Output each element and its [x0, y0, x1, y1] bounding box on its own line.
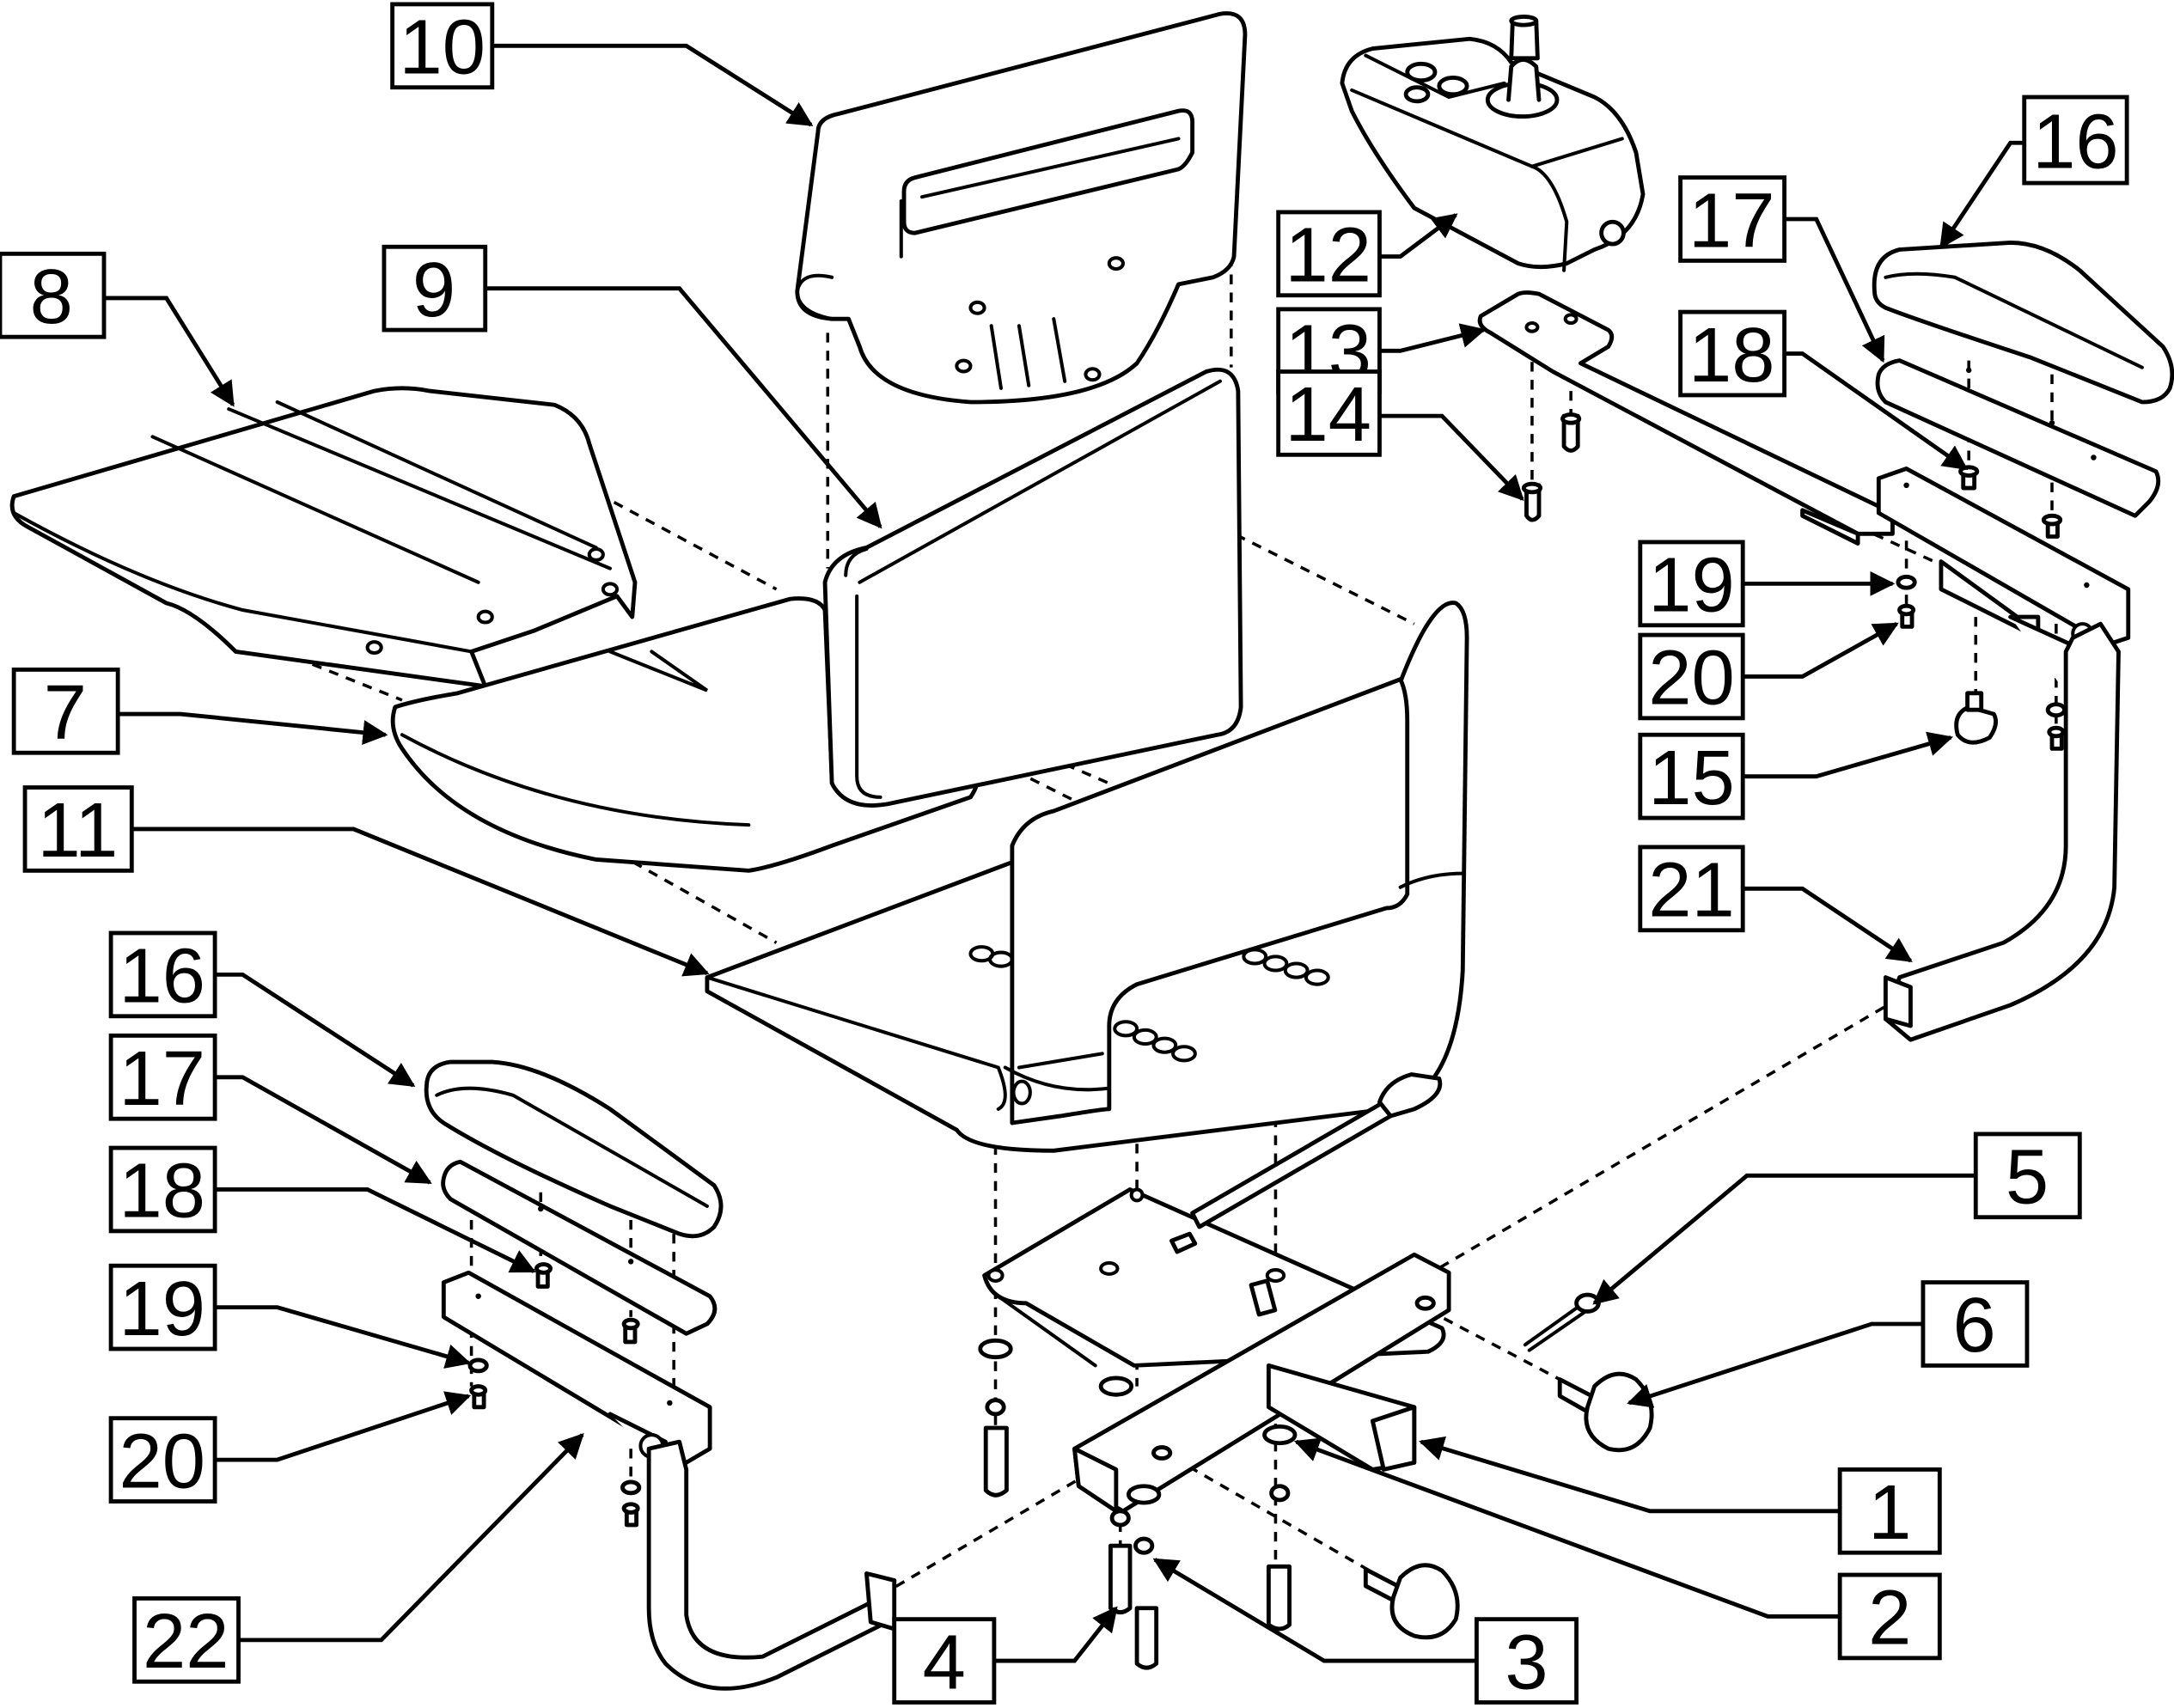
backrest-part — [795, 11, 1248, 405]
armpad-left-part — [424, 1059, 724, 1239]
svg-text:16: 16 — [2032, 98, 2119, 185]
svg-text:20: 20 — [119, 1418, 206, 1504]
svg-text:9: 9 — [412, 247, 455, 333]
svg-text:22: 22 — [143, 1598, 229, 1685]
callout-2: 2 — [1837, 1572, 1942, 1662]
callout-20-right: 20 — [1638, 632, 1745, 722]
svg-text:18: 18 — [119, 1148, 206, 1235]
callout-3: 3 — [1474, 1617, 1579, 1705]
knob-lower-part — [1363, 1563, 1460, 1640]
callout-1: 1 — [1837, 1467, 1942, 1556]
right-arm-small-hardware — [1896, 465, 2067, 751]
arm-tube-left-part — [646, 1439, 897, 1691]
callout-19-right: 19 — [1638, 540, 1745, 629]
arm-plate-left-part — [441, 1159, 718, 1336]
seat-cushion-part — [390, 596, 980, 873]
armrest-knob-right-part — [1954, 691, 1999, 745]
svg-text:17: 17 — [1689, 177, 1775, 264]
svg-text:17: 17 — [119, 1035, 206, 1122]
callout-6: 6 — [1921, 1280, 2030, 1369]
svg-text:15: 15 — [1648, 735, 1735, 821]
callout-10: 10 — [390, 2, 495, 91]
callout-4: 4 — [892, 1617, 997, 1705]
arm-plate-right-part — [1875, 358, 2161, 518]
callout-12: 12 — [1276, 210, 1382, 299]
callout-15: 15 — [1638, 732, 1745, 821]
callout-17-right: 17 — [1678, 175, 1787, 264]
joystick-controller-part — [1340, 15, 1646, 272]
seat-slot-holes — [968, 945, 1330, 1063]
mount-screws — [1521, 412, 1582, 522]
callout-17-left: 17 — [108, 1033, 217, 1122]
svg-text:16: 16 — [119, 933, 206, 1020]
svg-text:4: 4 — [923, 1619, 966, 1705]
callout-11: 11 — [22, 785, 134, 874]
frame-bolts-and-washers — [978, 1338, 1298, 1670]
callout-16-right: 16 — [2022, 95, 2129, 186]
svg-text:3: 3 — [1505, 1619, 1548, 1705]
pin-5-part — [1523, 1292, 1601, 1352]
callout-16-left: 16 — [108, 930, 217, 1020]
callout-20-left: 20 — [108, 1416, 217, 1504]
svg-text:2: 2 — [1868, 1575, 1911, 1662]
svg-text:10: 10 — [399, 4, 485, 91]
callout-9: 9 — [382, 244, 488, 333]
svg-text:7: 7 — [44, 669, 87, 756]
back-cushion-part — [822, 367, 1243, 808]
svg-text:6: 6 — [1953, 1282, 1996, 1369]
knob-6-part — [1557, 1371, 1654, 1453]
svg-text:19: 19 — [1648, 542, 1735, 629]
callout-7: 7 — [11, 667, 120, 756]
svg-text:8: 8 — [30, 253, 73, 340]
callout-22: 22 — [132, 1596, 241, 1685]
callout-21: 21 — [1638, 845, 1745, 934]
svg-text:11: 11 — [37, 787, 118, 874]
svg-text:5: 5 — [2006, 1134, 2049, 1221]
seat-mount-frame-part — [982, 1072, 1451, 1514]
svg-text:1: 1 — [1868, 1469, 1911, 1556]
svg-text:20: 20 — [1648, 635, 1735, 722]
armpad-right-part — [1872, 241, 2174, 405]
callout-19-left: 19 — [108, 1263, 217, 1352]
callout-5: 5 — [1973, 1132, 2082, 1221]
svg-text:14: 14 — [1285, 371, 1372, 458]
callout-8: 8 — [0, 251, 107, 340]
callout-18-right: 18 — [1678, 309, 1787, 399]
callout-14: 14 — [1276, 369, 1382, 458]
svg-text:12: 12 — [1285, 212, 1372, 299]
seat-pan-part — [9, 386, 638, 689]
callout-18-left: 18 — [108, 1145, 217, 1235]
seat-frame-part — [705, 601, 1469, 1153]
svg-text:21: 21 — [1648, 847, 1735, 934]
arm-tube-right-part — [1883, 621, 2121, 1042]
svg-text:18: 18 — [1689, 312, 1775, 399]
callout-leaders — [104, 43, 2049, 1663]
svg-text:19: 19 — [119, 1266, 206, 1352]
